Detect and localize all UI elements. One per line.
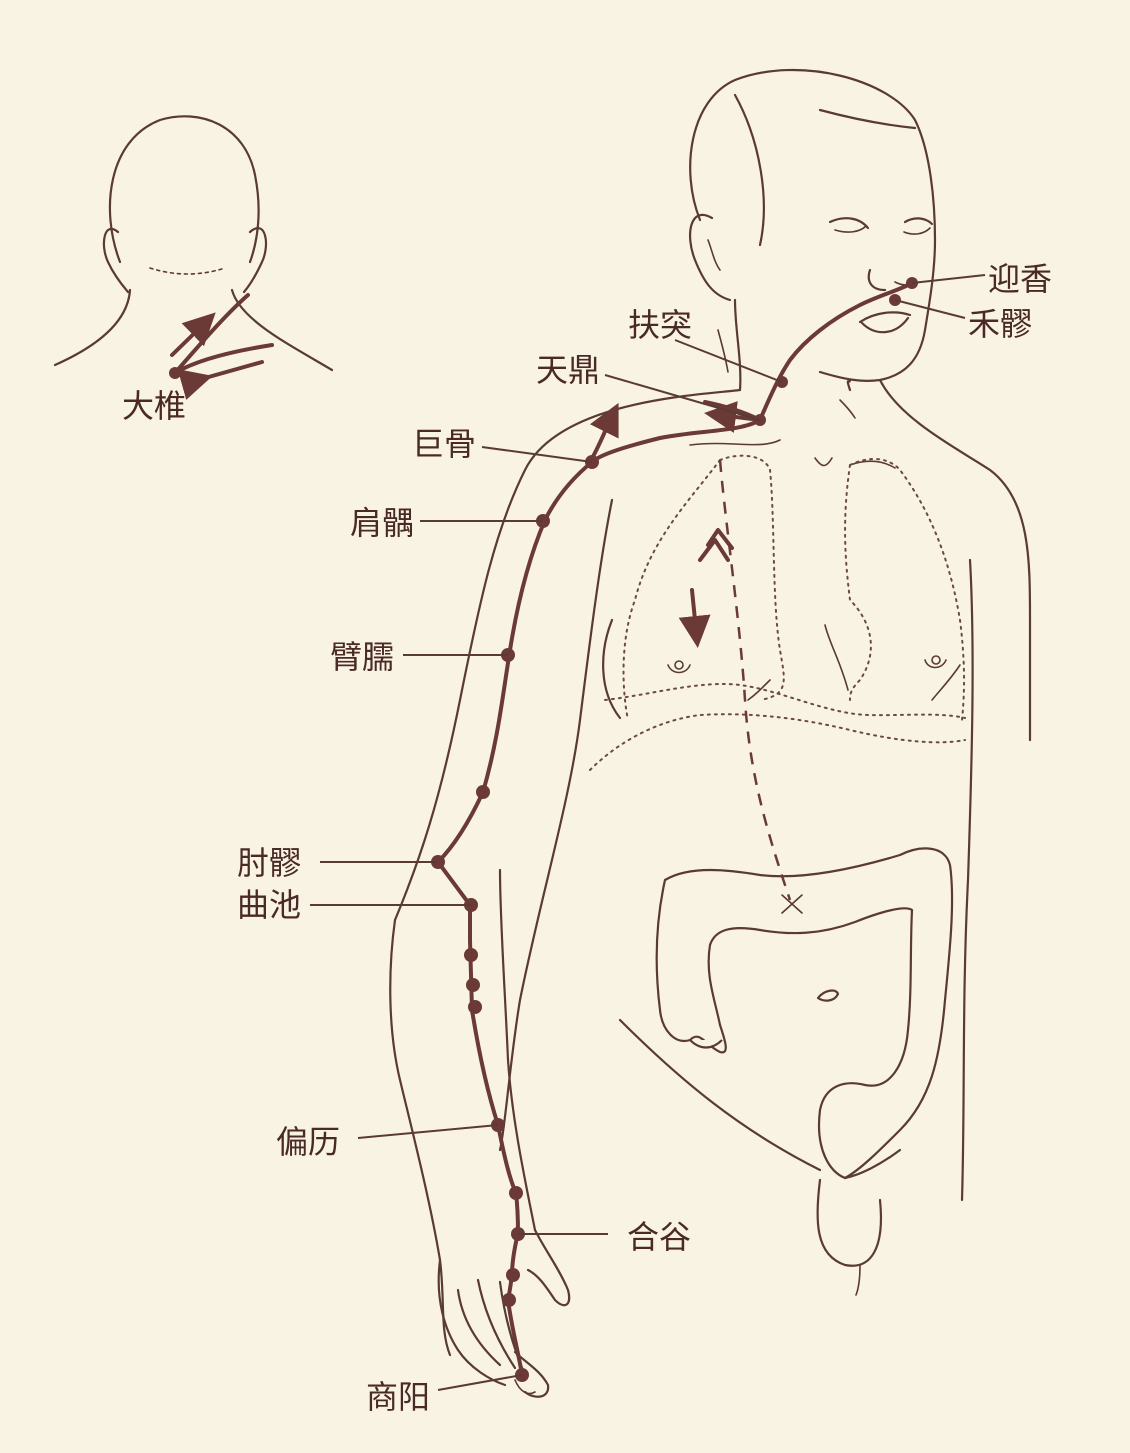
lung-outline bbox=[589, 454, 966, 771]
arm-outline bbox=[389, 868, 571, 1398]
label-shangyang: 商阳 bbox=[366, 1378, 430, 1416]
acupoints bbox=[431, 277, 918, 1382]
colon bbox=[655, 847, 954, 1180]
label-jugu: 巨骨 bbox=[412, 425, 476, 463]
wrist-point bbox=[509, 1186, 523, 1200]
back-head-inset: 大椎 bbox=[53, 115, 334, 425]
label-hegu: 合谷 bbox=[627, 1218, 691, 1256]
hand-point-1 bbox=[506, 1268, 520, 1282]
label-yingxiang: 迎香 bbox=[988, 260, 1052, 298]
forearm-point-3 bbox=[468, 1000, 482, 1014]
dazhui-point bbox=[169, 367, 181, 379]
label-pianli: 偏历 bbox=[276, 1123, 340, 1161]
label-futu: 扶突 bbox=[628, 306, 692, 344]
label-quchi: 曲池 bbox=[237, 886, 301, 924]
label-binao: 臂臑 bbox=[330, 638, 394, 676]
point-labels: 迎香 禾髎 扶突 天鼎 巨骨 肩髃 臂臑 肘髎 曲池 偏历 合谷 商阳 bbox=[237, 260, 1052, 1416]
label-tianding: 天鼎 bbox=[536, 351, 600, 389]
main-figure-outline bbox=[393, 68, 1032, 1296]
label-zhouliao: 肘髎 bbox=[237, 844, 301, 882]
hand-point-2 bbox=[502, 1293, 516, 1307]
arm-point-1 bbox=[476, 785, 490, 799]
forearm-point-2 bbox=[466, 978, 480, 992]
label-heliao: 禾髎 bbox=[968, 305, 1032, 343]
forearm-point-1 bbox=[464, 948, 478, 962]
meridian-path bbox=[436, 281, 914, 1377]
label-jianyu: 肩髃 bbox=[350, 504, 414, 542]
label-dazhui: 大椎 bbox=[122, 387, 186, 425]
leader-lines bbox=[310, 274, 986, 1391]
